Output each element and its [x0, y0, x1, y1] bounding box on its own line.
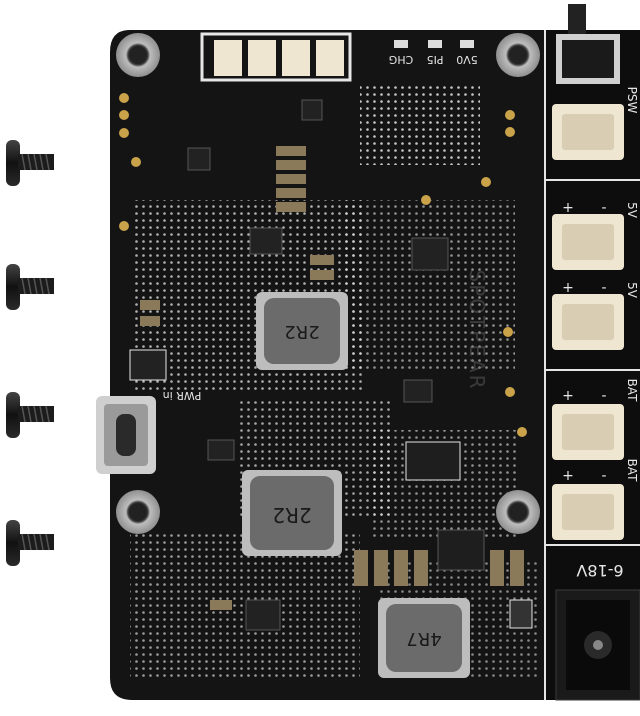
screw-icon [6, 392, 54, 438]
polarity-plus: + [562, 280, 574, 296]
side-labels: PSW 5V 5V BAT BAT + - + - + - + - 6-18V [562, 87, 639, 580]
side-label-5v-1: 5V [625, 202, 639, 219]
dc-barrel-jack [555, 589, 640, 701]
side-label-5v-2: 5V [625, 282, 639, 299]
watermark: SPOTPEAR [465, 270, 489, 391]
dc-jack-label: 6-18V [576, 561, 623, 580]
polarity-minus: - [601, 280, 606, 296]
chips [129, 99, 485, 631]
power-in-label: PWR in [163, 389, 202, 402]
polarity-minus: - [601, 468, 606, 484]
led-label-pi5: PI5 [427, 53, 444, 66]
connector-bat-1 [552, 404, 624, 460]
inductor-label-2: 2R2 [272, 503, 311, 527]
polarity-minus: - [601, 200, 606, 216]
side-label-bat-1: BAT [625, 379, 639, 403]
connector-bat-2 [552, 484, 624, 540]
usb-c-port: PWR in [96, 389, 201, 474]
power-switch [556, 4, 620, 84]
mounting-holes [116, 33, 540, 534]
polarity-plus: + [562, 200, 574, 216]
connector-5v-2 [552, 294, 624, 350]
led-label-5v0: 5V0 [456, 53, 478, 66]
screw-icon [6, 140, 54, 186]
screw-icon [6, 520, 54, 566]
side-label-bat-2: BAT [625, 459, 639, 483]
inductor-label-1: 2R2 [284, 321, 319, 342]
polarity-minus: - [601, 388, 606, 404]
status-leds: CHG PI5 5V0 [389, 40, 478, 66]
connector-psw [552, 104, 624, 160]
connector-5v-1 [552, 214, 624, 270]
jst-connectors [552, 104, 624, 540]
led-label-chg: CHG [389, 53, 413, 66]
polarity-plus: + [562, 468, 574, 484]
passive-components [140, 146, 533, 629]
screw-icon [6, 264, 54, 310]
side-label-psw: PSW [625, 87, 639, 114]
polarity-plus: + [562, 388, 574, 404]
inductor-label-3: 4R7 [406, 628, 441, 649]
screws [6, 140, 54, 566]
test-pads [119, 93, 527, 437]
pcb-board: CHG PI5 5V0 2R2 2R2 4R7 [96, 4, 640, 701]
inductors: 2R2 2R2 4R7 [242, 292, 470, 678]
pin-header [200, 32, 352, 82]
